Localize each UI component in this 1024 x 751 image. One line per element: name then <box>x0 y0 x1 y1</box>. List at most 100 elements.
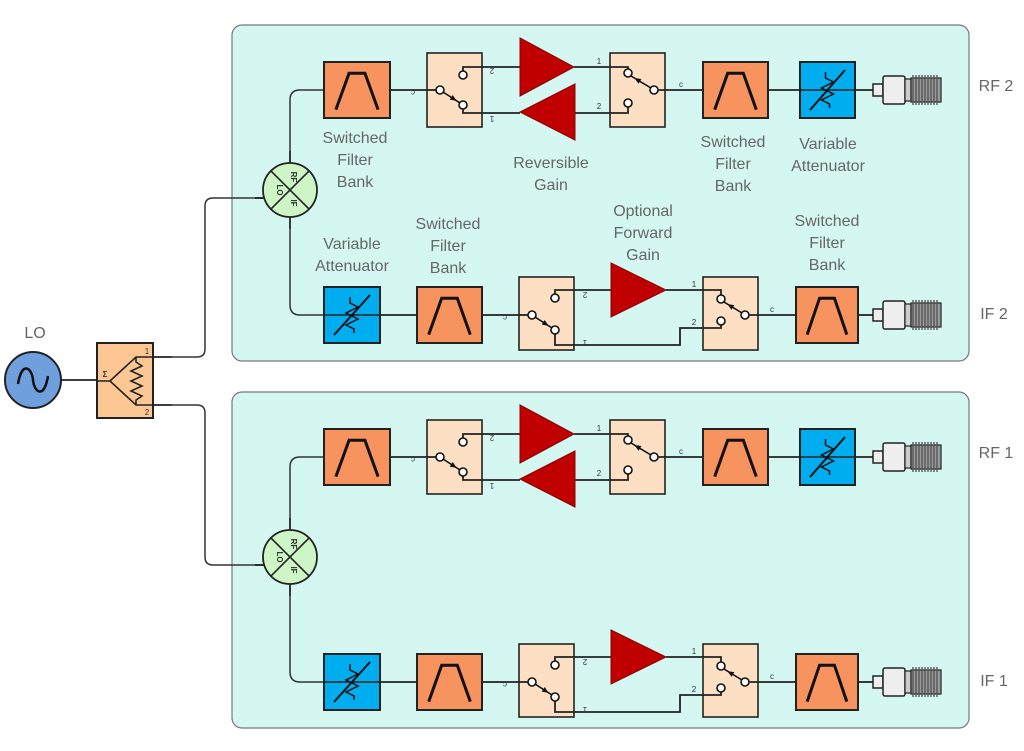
switch-arm <box>630 442 652 456</box>
bandpass-icon <box>334 438 380 478</box>
switch-port-1: 1 <box>692 280 697 289</box>
attenuator-block <box>323 286 381 344</box>
switch-port-1: 1 <box>692 647 697 656</box>
mixer-port-rf: RF <box>289 172 298 183</box>
switch-port-c: c <box>770 672 774 681</box>
block-label-if-gain: Optional <box>613 203 673 220</box>
bandpass-icon <box>427 296 472 336</box>
block-label-rf-filter-out: Switched <box>701 134 766 151</box>
switch-arrow <box>727 304 735 310</box>
wire <box>462 66 520 71</box>
attenuator-block <box>799 428 856 486</box>
connector-nut <box>904 670 912 694</box>
coax-connector <box>872 442 942 472</box>
rf-switch-1: 21 <box>426 52 520 128</box>
switch-contact <box>623 68 633 78</box>
block-label-rf-filter-out: Bank <box>715 178 752 195</box>
switch-arrow <box>634 445 642 451</box>
wire <box>575 474 629 481</box>
attenuator-block <box>323 653 381 711</box>
output-label-rf: RF 2 <box>979 78 1014 95</box>
block-label-rf-attenuator: Variable <box>799 136 857 153</box>
mixer-port-rf: RF <box>289 539 298 550</box>
switch-port-1: 1 <box>582 705 587 714</box>
coax-connector <box>872 75 942 105</box>
amplifier-icon <box>519 404 576 464</box>
rf-switch-1: 21 <box>426 419 520 495</box>
filter-block <box>416 286 483 344</box>
switch-port-1: 1 <box>597 57 602 66</box>
wire <box>289 456 324 518</box>
filter-block <box>702 428 769 486</box>
connector-body <box>882 300 906 330</box>
switch-port-c: c <box>679 447 683 456</box>
attenuator-block <box>799 61 856 119</box>
switch-contact <box>458 70 468 80</box>
block-label-if-gain: Forward <box>614 225 673 242</box>
wire <box>289 89 324 151</box>
block-label-if-gain: Gain <box>626 247 660 264</box>
switch-arrow <box>634 78 642 84</box>
filter-box <box>795 653 859 711</box>
panel-background <box>231 391 970 729</box>
switch-box <box>702 643 759 718</box>
switch-contact <box>435 452 445 462</box>
switch-box <box>702 276 759 351</box>
switch-arrow <box>449 95 457 101</box>
block-label-if-attenuator: Attenuator <box>315 258 390 275</box>
amplifier-icon <box>519 37 576 97</box>
switch-contact <box>435 85 445 95</box>
block-label-if-filter-out: Switched <box>795 213 860 230</box>
switch-contact <box>716 316 726 326</box>
bandpass-icon <box>805 296 849 336</box>
if-switch-1: 21 <box>518 643 612 718</box>
wire <box>462 476 520 481</box>
filter-block <box>323 61 391 119</box>
connector-pin <box>872 308 884 322</box>
block-label-if-filter-out: Bank <box>809 257 846 274</box>
switch-contact <box>527 677 537 687</box>
wire <box>612 325 722 346</box>
output-label-rf: RF 1 <box>979 445 1014 462</box>
variable-arrow-icon <box>333 661 371 703</box>
variable-arrow-icon <box>333 294 371 336</box>
filter-box <box>323 61 391 119</box>
output-label-if: IF 1 <box>980 673 1008 690</box>
connector-pin <box>872 83 884 97</box>
filter-box <box>702 428 769 486</box>
wire <box>289 596 324 683</box>
wire <box>554 334 612 346</box>
block-label-rf-gain: Gain <box>534 177 568 194</box>
wire <box>575 107 629 114</box>
block-label-if-filter: Filter <box>430 238 466 255</box>
block-label-rf-filter: Bank <box>337 174 374 191</box>
switch-contact <box>550 660 560 670</box>
switch-contact <box>716 661 726 671</box>
if-switch-1: 21 <box>518 276 612 351</box>
block-label-if-attenuator: Variable <box>323 236 381 253</box>
switch-contact <box>458 467 468 477</box>
switch-port-1: 1 <box>582 338 587 347</box>
connector-nut <box>904 303 912 327</box>
lo-label: LO <box>24 325 45 342</box>
switch-port-2: 2 <box>692 685 697 694</box>
connector-nut <box>904 78 912 102</box>
rf-switch-2: 12 <box>574 419 666 495</box>
wire <box>554 289 611 294</box>
sine-wave-icon <box>16 367 50 393</box>
switch-contact <box>550 293 560 303</box>
switch-port-2: 2 <box>489 433 494 442</box>
panel-background <box>231 24 970 362</box>
switch-port-2: 2 <box>597 102 602 111</box>
switch-box <box>609 52 666 128</box>
connector-pin <box>872 675 884 689</box>
wire <box>289 229 324 316</box>
filter-box <box>416 286 483 344</box>
connector-nut <box>904 445 912 469</box>
bandpass-icon <box>713 438 758 478</box>
if-switch-2: 12 <box>612 643 759 718</box>
mixer-port-lo: LO <box>275 551 284 562</box>
